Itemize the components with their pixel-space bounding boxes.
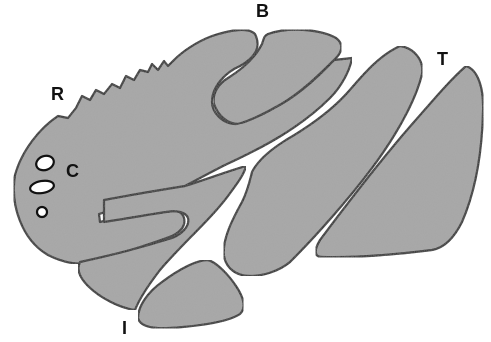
label-t: T: [437, 50, 448, 68]
label-i: I: [122, 319, 127, 337]
label-r: R: [51, 85, 64, 103]
label-c: C: [66, 162, 79, 180]
label-b: B: [256, 2, 269, 20]
opening-3: [37, 207, 47, 217]
